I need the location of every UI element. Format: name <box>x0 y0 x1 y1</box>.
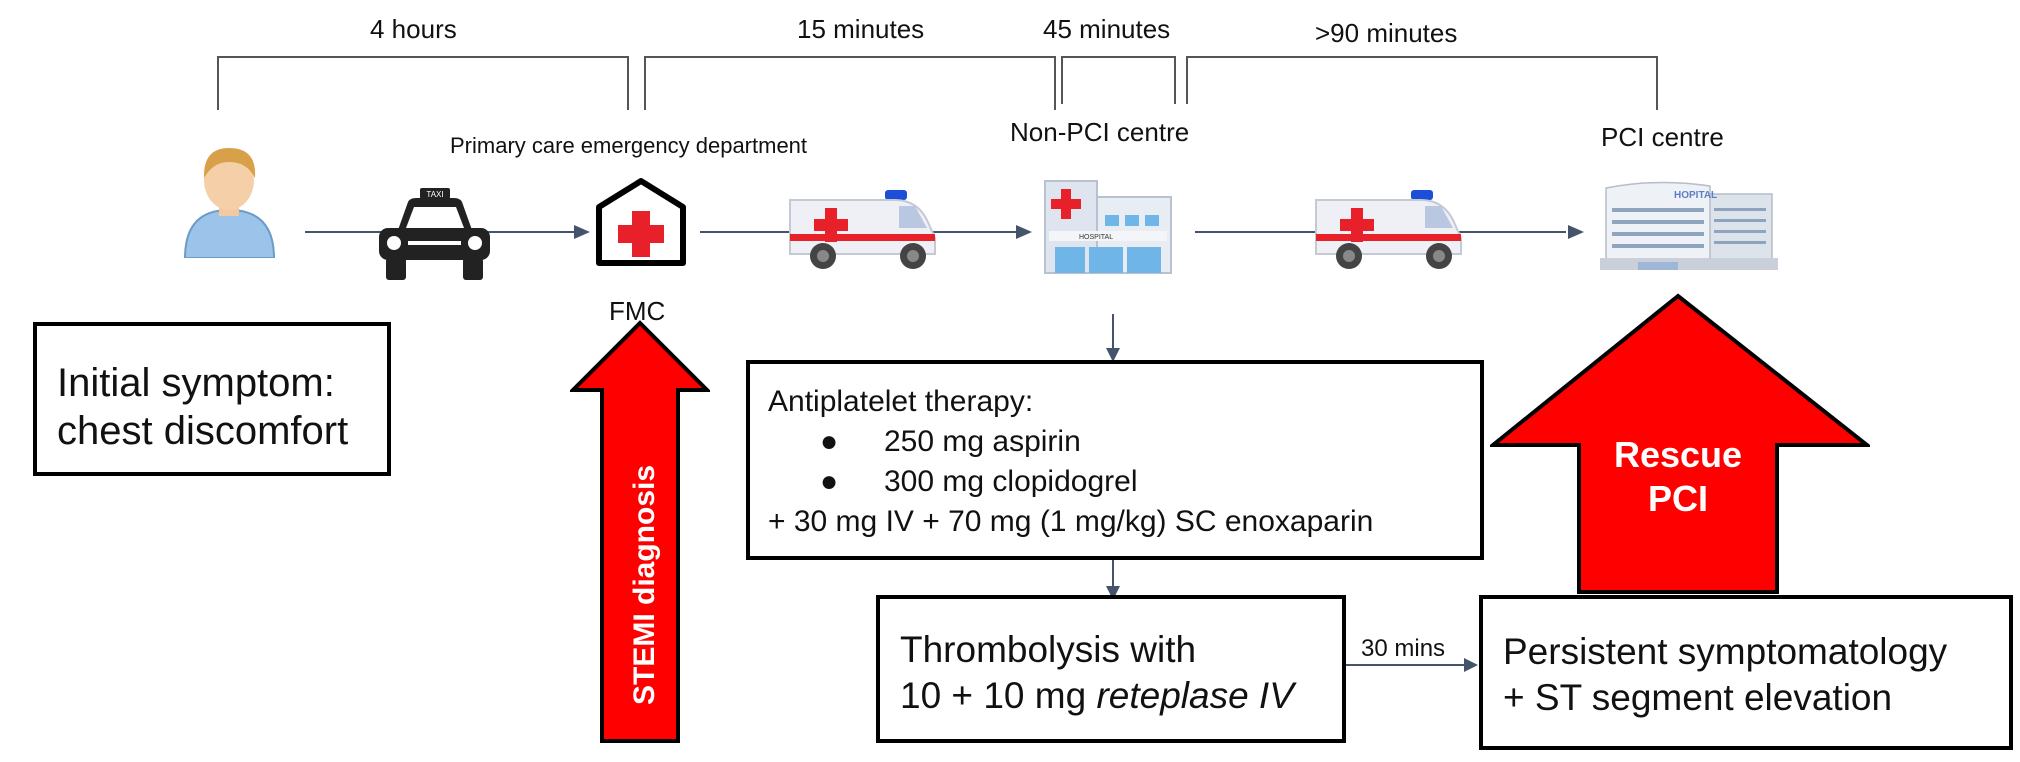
timeline-brackets <box>217 56 1658 110</box>
hospital-sign-text: HOSPITAL <box>1079 234 1113 241</box>
duration-label: 4 hours <box>370 14 457 44</box>
taxi-sign-text: TAXI <box>426 190 443 199</box>
ambulance-icon <box>789 190 936 269</box>
clopidogrel-item: 300 mg clopidogrel <box>884 465 1138 498</box>
stemi-diagnosis-label: STEMI diagnosis <box>628 465 661 705</box>
bracket-4-hours <box>217 56 629 110</box>
arrowhead <box>1106 586 1120 600</box>
hospital-icon: HOSPITAL <box>1044 180 1172 274</box>
initial-symptom-line2: chest discomfort <box>57 409 349 453</box>
initial-symptom-line1: Initial symptom: <box>57 361 335 405</box>
ambulance-icon <box>1315 190 1462 269</box>
arrowhead <box>574 225 590 239</box>
thrombolysis-line1: Thrombolysis with <box>900 629 1197 670</box>
persistent-line2: + ST segment elevation <box>1503 677 1893 718</box>
pci-label: PCI centre <box>1601 122 1724 152</box>
large-hospital-icon: HOPITAL <box>1600 181 1778 270</box>
arrowhead <box>1016 225 1032 239</box>
persistent-line1: Persistent symptomatology <box>1503 631 1948 672</box>
aspirin-item: 250 mg aspirin <box>884 425 1081 458</box>
fmc-label: FMC <box>609 296 666 326</box>
stemi-diagnosis-arrow: STEMI diagnosis <box>570 320 710 743</box>
list-item: ● 300 mg clopidogrel <box>768 462 1480 502</box>
arrowhead <box>1568 225 1584 239</box>
rescue-pci-arrow: Rescue PCI <box>1490 293 1870 594</box>
rescue-label: Rescue <box>1614 434 1742 475</box>
taxi-icon: TAXI <box>379 188 490 280</box>
bullet: ● <box>820 465 839 498</box>
thrombolysis-box: Thrombolysis with 10 + 10 mg reteplase I… <box>876 595 1346 743</box>
duration-label: 15 minutes <box>797 14 925 44</box>
duration-label: >90 minutes <box>1315 18 1458 48</box>
interval-label: 30 mins <box>1361 635 1446 662</box>
bullet: ● <box>820 425 839 458</box>
primary-care-label: Primary care emergency department <box>450 133 808 158</box>
patient-icon <box>183 148 276 258</box>
bracket-15-minutes <box>644 56 1056 110</box>
pci-arrow-label: PCI <box>1648 478 1708 519</box>
big-hospital-sign-text: HOPITAL <box>1674 190 1717 201</box>
emergency-department-icon <box>596 178 686 266</box>
thrombolysis-line2: 10 + 10 mg reteplase IV <box>900 673 1342 719</box>
arrowhead <box>1464 658 1478 672</box>
persistent-symptoms-box: Persistent symptomatology + ST segment e… <box>1479 595 2013 750</box>
enoxaparin-line: + 30 mg IV + 70 mg (1 mg/kg) SC enoxapar… <box>768 505 1374 538</box>
dose-text: 10 + 10 mg <box>900 675 1097 716</box>
bracket-90-minutes <box>1186 56 1658 110</box>
bracket-45-minutes <box>1061 56 1176 104</box>
duration-label: 45 minutes <box>1043 14 1171 44</box>
arrowhead <box>1106 348 1120 362</box>
non-pci-label: Non-PCI centre <box>1010 117 1190 147</box>
list-item: ● 250 mg aspirin <box>768 422 1480 462</box>
antiplatelet-title: Antiplatelet therapy: <box>768 385 1034 418</box>
initial-symptom-box: Initial symptom: chest discomfort <box>33 322 391 476</box>
drug-name: reteplase IV <box>1096 675 1294 716</box>
antiplatelet-box: Antiplatelet therapy: ● 250 mg aspirin ●… <box>746 360 1484 560</box>
